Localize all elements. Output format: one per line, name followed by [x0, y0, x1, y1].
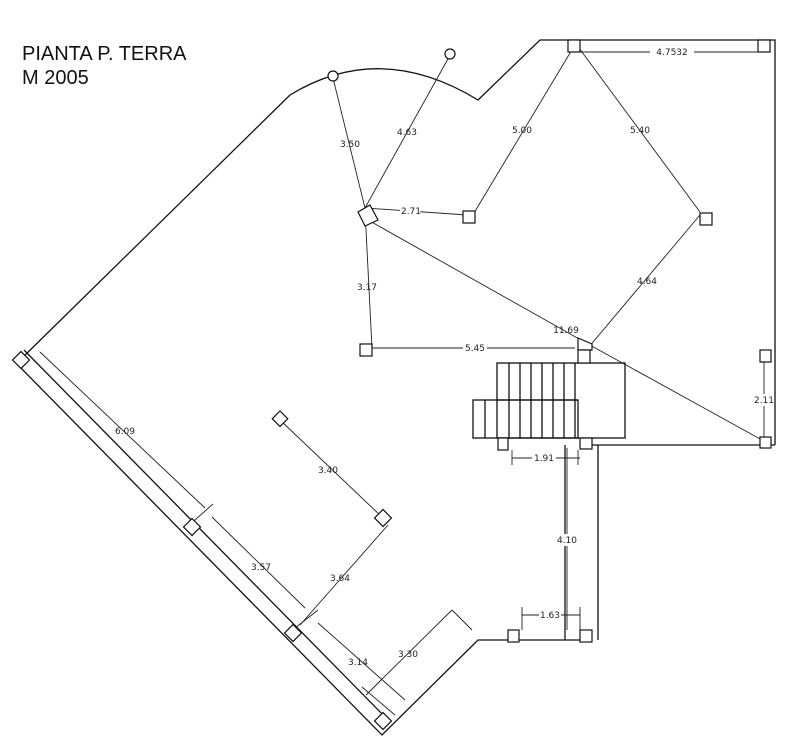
dimension-labels: 3.50 4.63 5.00 5.40 4.7532 2.71 3.17 5.4… [115, 45, 774, 668]
dim-label: 11.69 [553, 326, 579, 336]
dim-label: 2.71 [401, 207, 421, 217]
plan-scale-line: M 2005 [22, 67, 89, 89]
dim-label: 3.40 [318, 466, 338, 476]
dim-label: 5.40 [630, 126, 650, 136]
dim-label: 4.10 [557, 536, 577, 546]
dim-label: 1.63 [540, 611, 560, 621]
dim-label: 3.14 [348, 658, 368, 668]
plan-title: PIANTA P. TERRA M 2005 [22, 42, 187, 90]
staircase [472, 362, 626, 439]
dim-label: 3.57 [251, 563, 271, 573]
dim-label: 3.30 [398, 650, 418, 660]
dim-label: 3.17 [357, 283, 377, 293]
plan-title-line1: PIANTA P. TERRA [22, 43, 187, 65]
walls [14, 39, 776, 736]
dim-label: 6.09 [115, 427, 135, 437]
dim-label: 1.91 [534, 454, 554, 464]
dim-label: 5.00 [512, 126, 532, 136]
columns [11, 39, 772, 731]
dim-label: 4.63 [397, 128, 417, 138]
dimension-lines [39, 47, 765, 716]
dim-label: 5.45 [465, 344, 485, 354]
dim-label: 4.64 [637, 277, 657, 287]
dim-label: 2.11 [754, 396, 774, 406]
dim-label: 3.50 [340, 140, 360, 150]
dim-label: 4.7532 [656, 48, 688, 58]
dim-label: 3.64 [330, 574, 350, 584]
